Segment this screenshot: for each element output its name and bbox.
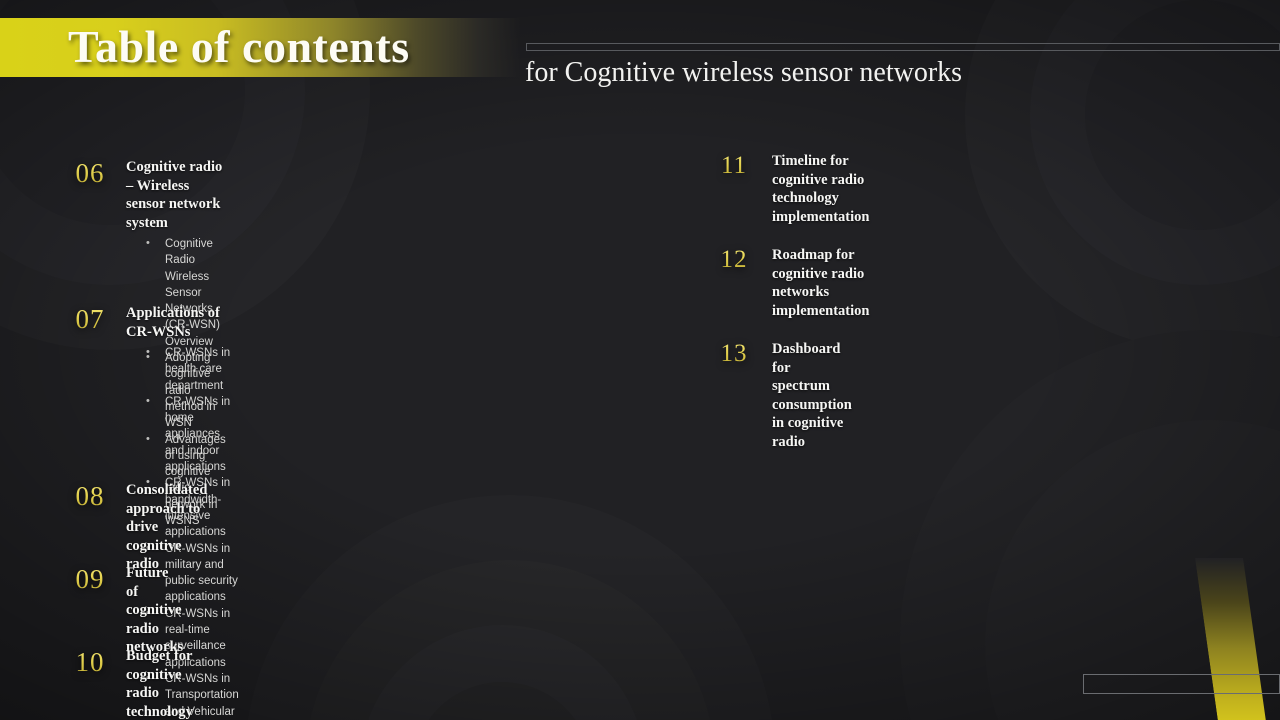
toc-entry-body: Budget for cognitive radio technology — [126, 647, 193, 720]
toc-entry-heading: Consolidated approach to drive cognitive… — [126, 482, 208, 572]
toc-bullet-item: CR-WSNs in real-time surveillance applic… — [126, 605, 239, 671]
toc-entry-heading: Roadmap for cognitive radio networks imp… — [772, 247, 870, 319]
toc-entry-body: Consolidated approach to drive cognitive… — [126, 481, 207, 574]
toc-entry-body: Dashboard for spectrum consumption in co… — [772, 340, 852, 451]
page-title: Table of contents — [68, 21, 410, 72]
toc-bullet-item: CR-WSNs in bandwidth-intensive applicati… — [126, 474, 239, 540]
title-gold-banner — [0, 18, 520, 77]
subtitle-rule — [526, 43, 1280, 51]
toc-bullet-item: CR-WSNs in home appliances and indoor ap… — [126, 393, 239, 475]
toc-entry-body: Applications of CR-WSNsCR-WSNs in health… — [126, 304, 239, 720]
toc-entry-number: 08 — [66, 481, 114, 512]
toc-entry-heading: Timeline for cognitive radio technology … — [772, 153, 870, 225]
toc-entry-bullet-list: CR-WSNs in health care departmentCR-WSNs… — [126, 344, 239, 720]
toc-entry-heading: Cognitive radio – Wireless sensor networ… — [126, 159, 223, 231]
background-ring-top-right-outer — [965, 0, 1280, 350]
background-ring-bottom-center-2 — [305, 560, 715, 720]
toc-entry-number: 09 — [66, 564, 114, 595]
background-ring-bottom-center-1 — [245, 495, 775, 720]
toc-bullet-item: CR-WSNs in military and public security … — [126, 540, 239, 606]
page-subtitle: for Cognitive wireless sensor networks — [525, 57, 963, 88]
toc-entry-number: 07 — [66, 304, 114, 335]
toc-bullet-item: CR-WSNs in health care department — [126, 344, 239, 394]
toc-entry-heading: Budget for cognitive radio technology — [126, 648, 193, 720]
toc-entry-number: 10 — [66, 647, 114, 678]
background-ring-top-right-inner — [1085, 0, 1280, 230]
toc-bullet-item: CR-WSNs in Transportation and Vehicular … — [126, 670, 239, 720]
corner-outline-box — [1083, 674, 1280, 694]
toc-entry-body: Timeline for cognitive radio technology … — [772, 152, 869, 226]
background-ring-bottom-center-3 — [360, 625, 645, 720]
toc-entry-body: Roadmap for cognitive radio networks imp… — [772, 246, 869, 320]
toc-entry-number: 13 — [708, 340, 760, 368]
toc-entry-body: Future of cognitive radio networks — [126, 564, 183, 657]
toc-entry-number: 06 — [66, 158, 114, 189]
corner-gold-stripe — [1195, 558, 1280, 720]
background-ring-bottom-center-4 — [412, 682, 592, 720]
toc-entry-number: 11 — [708, 152, 760, 180]
toc-entry-heading: Dashboard for spectrum consumption in co… — [772, 341, 852, 450]
toc-entry-heading: Future of cognitive radio networks — [126, 565, 184, 655]
toc-entry-number: 12 — [708, 246, 760, 274]
toc-entry-heading: Applications of CR-WSNs — [126, 305, 220, 340]
